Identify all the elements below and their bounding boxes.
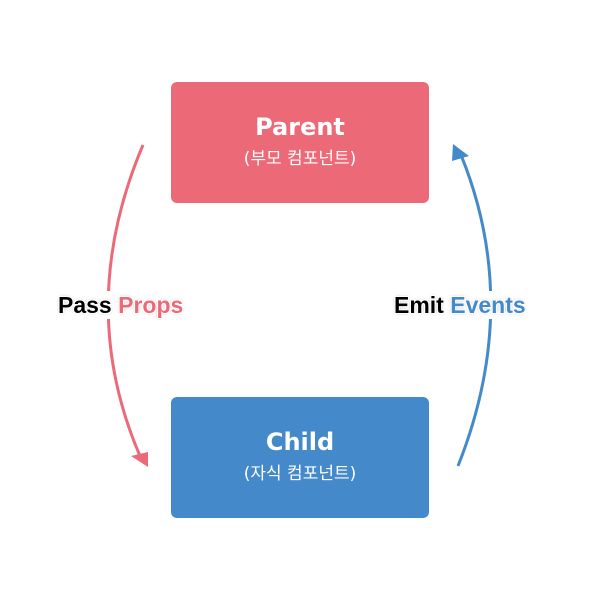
child-title: Child <box>265 428 335 456</box>
emit-word: Emit <box>394 292 444 318</box>
child-subtitle: (자식 컴포넌트) <box>243 464 357 484</box>
events-arrow-head <box>452 144 469 161</box>
props-arrow-head <box>131 452 148 467</box>
parent-title: Parent <box>255 113 345 141</box>
pass-word: Pass <box>58 292 112 318</box>
props-word: Props <box>118 292 184 318</box>
child-component-box: Child (자식 컴포넌트) <box>171 397 429 518</box>
parent-component-box: Parent (부모 컴포넌트) <box>171 82 429 203</box>
emit-events-label: Emit Events <box>392 291 528 319</box>
pass-props-label: Pass Props <box>56 291 186 319</box>
parent-subtitle: (부모 컴포넌트) <box>243 149 357 169</box>
events-word: Events <box>450 292 526 318</box>
